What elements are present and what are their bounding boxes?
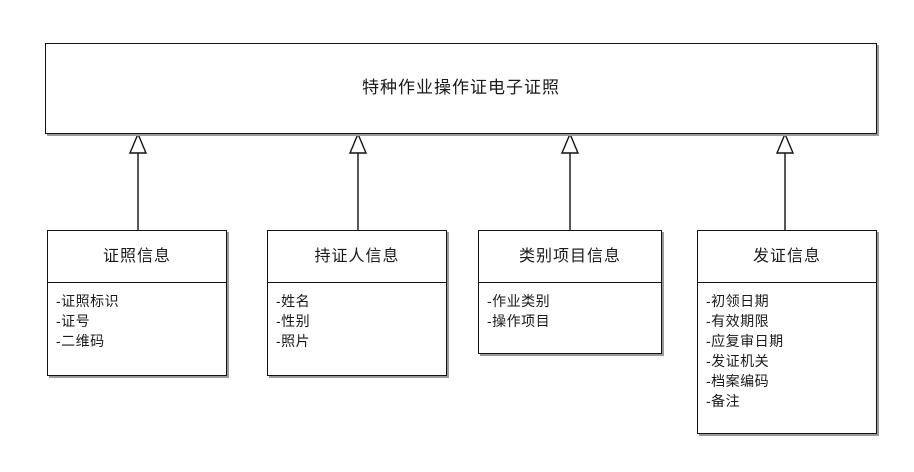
class-attribute: -性别: [276, 313, 311, 329]
class-attributes-issue: -初领日期 -有效期限 -应复审日期 -发证机关 -档案编码 -备注: [698, 283, 876, 417]
class-box-holder: 持证人信息 -姓名 -性别 -照片: [267, 230, 447, 376]
generalization-arrowhead-cert: [128, 132, 148, 154]
class-attributes-cert: -证照标识 -证号 -二维码: [48, 283, 226, 357]
class-attribute: -初领日期: [706, 293, 770, 309]
class-attribute: -作业类别: [487, 293, 551, 309]
class-attribute: -备注: [706, 393, 741, 409]
generalization-arrowhead-issue: [775, 132, 795, 154]
class-attribute: -证照标识: [56, 293, 120, 309]
class-title-issue: 发证信息: [698, 231, 876, 283]
class-attribute: -应复审日期: [706, 333, 784, 349]
class-attribute: -档案编码: [706, 373, 770, 389]
class-attributes-holder: -姓名 -性别 -照片: [268, 283, 446, 357]
generalization-arrowhead-holder: [348, 132, 368, 154]
class-box-issue: 发证信息 -初领日期 -有效期限 -应复审日期 -发证机关 -档案编码 -备注: [697, 230, 877, 434]
class-title-cert: 证照信息: [48, 231, 226, 283]
class-box-cert: 证照信息 -证照标识 -证号 -二维码: [47, 230, 227, 376]
class-attribute: -证号: [56, 313, 91, 329]
class-attribute: -姓名: [276, 293, 311, 309]
class-attribute: -有效期限: [706, 313, 770, 329]
class-attributes-category: -作业类别 -操作项目: [479, 283, 661, 337]
class-attribute: -操作项目: [487, 313, 551, 329]
class-title-holder: 持证人信息: [268, 231, 446, 283]
class-title-category: 类别项目信息: [479, 231, 661, 283]
class-attribute: -二维码: [56, 333, 105, 349]
class-attribute: -照片: [276, 333, 311, 349]
generalization-arrowhead-category: [560, 132, 580, 154]
class-title-root: 特种作业操作证电子证照: [362, 78, 560, 98]
class-box-category: 类别项目信息 -作业类别 -操作项目: [478, 230, 662, 354]
class-box-root: 特种作业操作证电子证照: [45, 43, 877, 134]
class-attribute: -发证机关: [706, 353, 770, 369]
